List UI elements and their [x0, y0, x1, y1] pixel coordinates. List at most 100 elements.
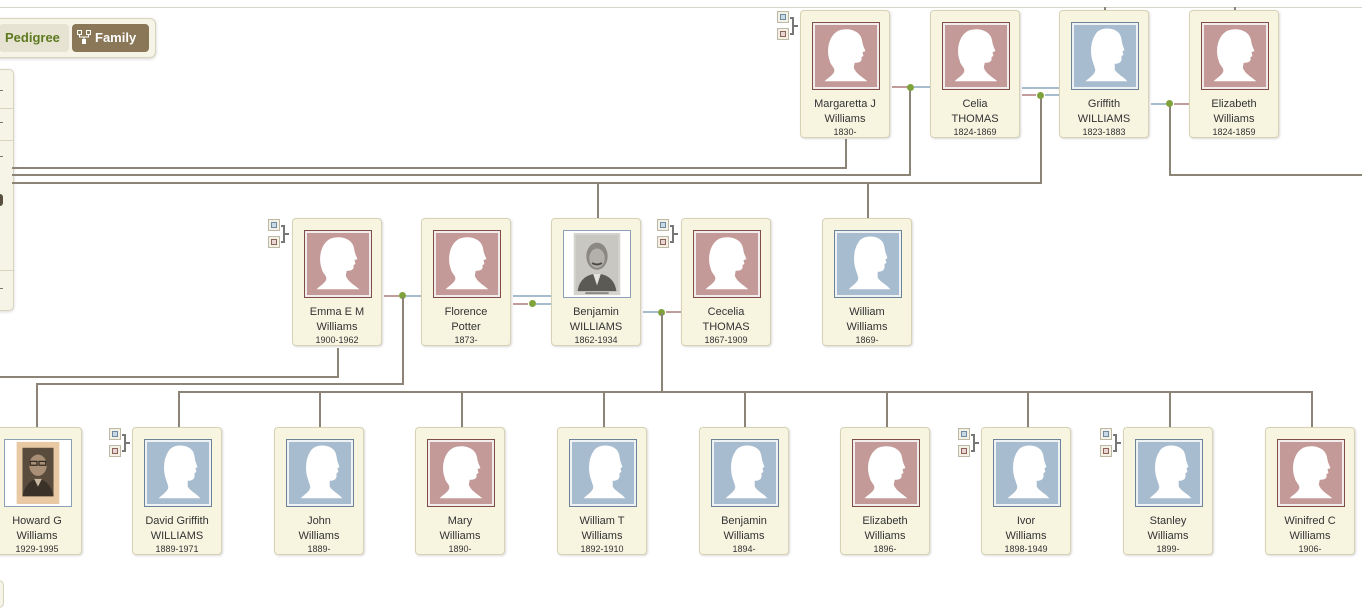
person-years: 1896-: [873, 544, 897, 554]
person-first-name: David Griffith: [145, 515, 209, 527]
female-silhouette-icon: [693, 230, 761, 298]
female-spouse-icon: [958, 445, 970, 457]
person-first-name: Celia: [962, 98, 988, 110]
person-first-name: Griffith: [1087, 98, 1121, 110]
person-first-name: Cecelia: [707, 306, 745, 318]
person-first-name: Florence: [444, 306, 488, 318]
portrait-photo: [563, 230, 631, 298]
person-last-name: THOMAS: [951, 113, 999, 125]
person-years: 1906-: [1298, 544, 1322, 554]
zoom-tick-icon[interactable]: [0, 156, 3, 157]
female-spouse-icon: [268, 236, 280, 248]
person-card-celia[interactable]: Celia THOMAS 1824-1869: [930, 10, 1020, 138]
spouse-switch-button[interactable]: [268, 219, 289, 253]
person-card-benjamin[interactable]: Benjamin WILLIAMS 1862-1934: [551, 218, 641, 346]
zoom-out-icon[interactable]: [0, 288, 3, 289]
person-first-name: John: [307, 515, 331, 527]
person-card-william[interactable]: William Williams 1869-: [822, 218, 912, 346]
person-card-william-t[interactable]: William T Williams 1892-1910: [557, 427, 647, 555]
person-card-david[interactable]: David Griffith WILLIAMS 1889-1971: [132, 427, 222, 555]
female-silhouette-icon: [852, 439, 920, 507]
person-last-name: Potter: [451, 321, 481, 333]
female-silhouette-icon: [304, 230, 372, 298]
male-silhouette-icon: [286, 439, 354, 507]
person-card-margaretta[interactable]: Margaretta J Williams 1830-: [800, 10, 890, 138]
male-spouse-icon: [1100, 428, 1112, 440]
person-card-john[interactable]: John Williams 1889-: [274, 427, 364, 555]
person-years: 1892-1910: [580, 544, 624, 554]
person-card-howard[interactable]: Howard G Williams 1929-1995: [0, 427, 82, 555]
spouse-switch-button[interactable]: [657, 219, 678, 253]
person-card-benjamin-jr[interactable]: Benjamin Williams 1894-: [699, 427, 789, 555]
female-silhouette-icon: [942, 22, 1010, 90]
person-last-name: Williams: [864, 530, 906, 542]
male-spouse-icon: [109, 428, 121, 440]
portrait-photo: [4, 439, 72, 507]
person-years: 1824-1869: [953, 127, 997, 137]
person-card-florence[interactable]: Florence Potter 1873-: [421, 218, 511, 346]
male-spouse-icon: [958, 428, 970, 440]
person-last-name: WILLIAMS: [569, 321, 623, 333]
person-last-name: Williams: [16, 530, 58, 542]
female-silhouette-icon: [1201, 22, 1269, 90]
female-silhouette-icon: [433, 230, 501, 298]
pedigree-label: Pedigree: [5, 30, 60, 45]
female-spouse-icon: [777, 28, 789, 40]
person-first-name: Elizabeth: [862, 515, 908, 527]
zoom-tick-icon[interactable]: [0, 122, 3, 123]
person-last-name: Williams: [846, 321, 888, 333]
person-last-name: Williams: [581, 530, 623, 542]
zoom-in-icon[interactable]: [0, 90, 3, 91]
person-card-emma[interactable]: Emma E M Williams 1900-1962: [292, 218, 382, 346]
person-years: 1889-: [307, 544, 331, 554]
family-tree-icon: [77, 30, 91, 44]
person-years: 1869-: [855, 335, 879, 345]
person-last-name: Williams: [824, 113, 866, 125]
view-toggle: Pedigree Family: [0, 18, 156, 58]
person-years: 1890-: [448, 544, 472, 554]
male-spouse-icon: [268, 219, 280, 231]
spouse-switch-button[interactable]: [109, 428, 130, 462]
panel-divider: [0, 108, 13, 109]
pedigree-view-button[interactable]: Pedigree: [0, 24, 69, 52]
person-first-name: Howard G: [12, 515, 62, 527]
person-card-elizabeth-sr[interactable]: Elizabeth Williams 1824-1859: [1189, 10, 1279, 138]
person-last-name: Williams: [439, 530, 481, 542]
panel-divider: [0, 140, 13, 141]
bottom-tool-panel[interactable]: [0, 580, 4, 608]
family-view-button[interactable]: Family: [72, 24, 149, 52]
person-card-cecelia[interactable]: Cecelia THOMAS 1867-1909: [681, 218, 771, 346]
male-silhouette-icon: [144, 439, 212, 507]
female-silhouette-icon: [427, 439, 495, 507]
person-card-stanley[interactable]: Stanley Williams 1899-: [1123, 427, 1213, 555]
person-card-ivor[interactable]: Ivor Williams 1898-1949: [981, 427, 1071, 555]
male-spouse-icon: [657, 219, 669, 231]
male-spouse-icon: [777, 11, 789, 23]
person-card-elizabeth-jr[interactable]: Elizabeth Williams 1896-: [840, 427, 930, 555]
female-spouse-icon: [109, 445, 121, 457]
male-silhouette-icon: [993, 439, 1061, 507]
person-years: 1867-1909: [704, 335, 748, 345]
spouse-switch-button[interactable]: [777, 11, 798, 45]
person-card-mary[interactable]: Mary Williams 1890-: [415, 427, 505, 555]
person-first-name: Benjamin: [573, 306, 619, 318]
person-first-name: Mary: [447, 515, 473, 527]
person-last-name: THOMAS: [702, 321, 750, 333]
person-years: 1929-1995: [15, 544, 59, 554]
person-years: 1898-1949: [1004, 544, 1048, 554]
person-first-name: Winifred C: [1284, 515, 1336, 527]
spouse-switch-button[interactable]: [958, 428, 979, 462]
spouse-switch-button[interactable]: [1100, 428, 1121, 462]
male-silhouette-icon: [711, 439, 779, 507]
person-last-name: Williams: [1213, 113, 1255, 125]
male-silhouette-icon: [569, 439, 637, 507]
zoom-slider-handle[interactable]: [0, 194, 3, 206]
male-silhouette-icon: [1135, 439, 1203, 507]
person-last-name: WILLIAMS: [150, 530, 204, 542]
person-first-name: Stanley: [1149, 515, 1187, 527]
person-card-winifred[interactable]: Winifred C Williams 1906-: [1265, 427, 1355, 555]
person-card-griffith[interactable]: Griffith WILLIAMS 1823-1883: [1059, 10, 1149, 138]
person-last-name: Williams: [1005, 530, 1047, 542]
person-years: 1894-: [732, 544, 756, 554]
person-last-name: Williams: [723, 530, 765, 542]
